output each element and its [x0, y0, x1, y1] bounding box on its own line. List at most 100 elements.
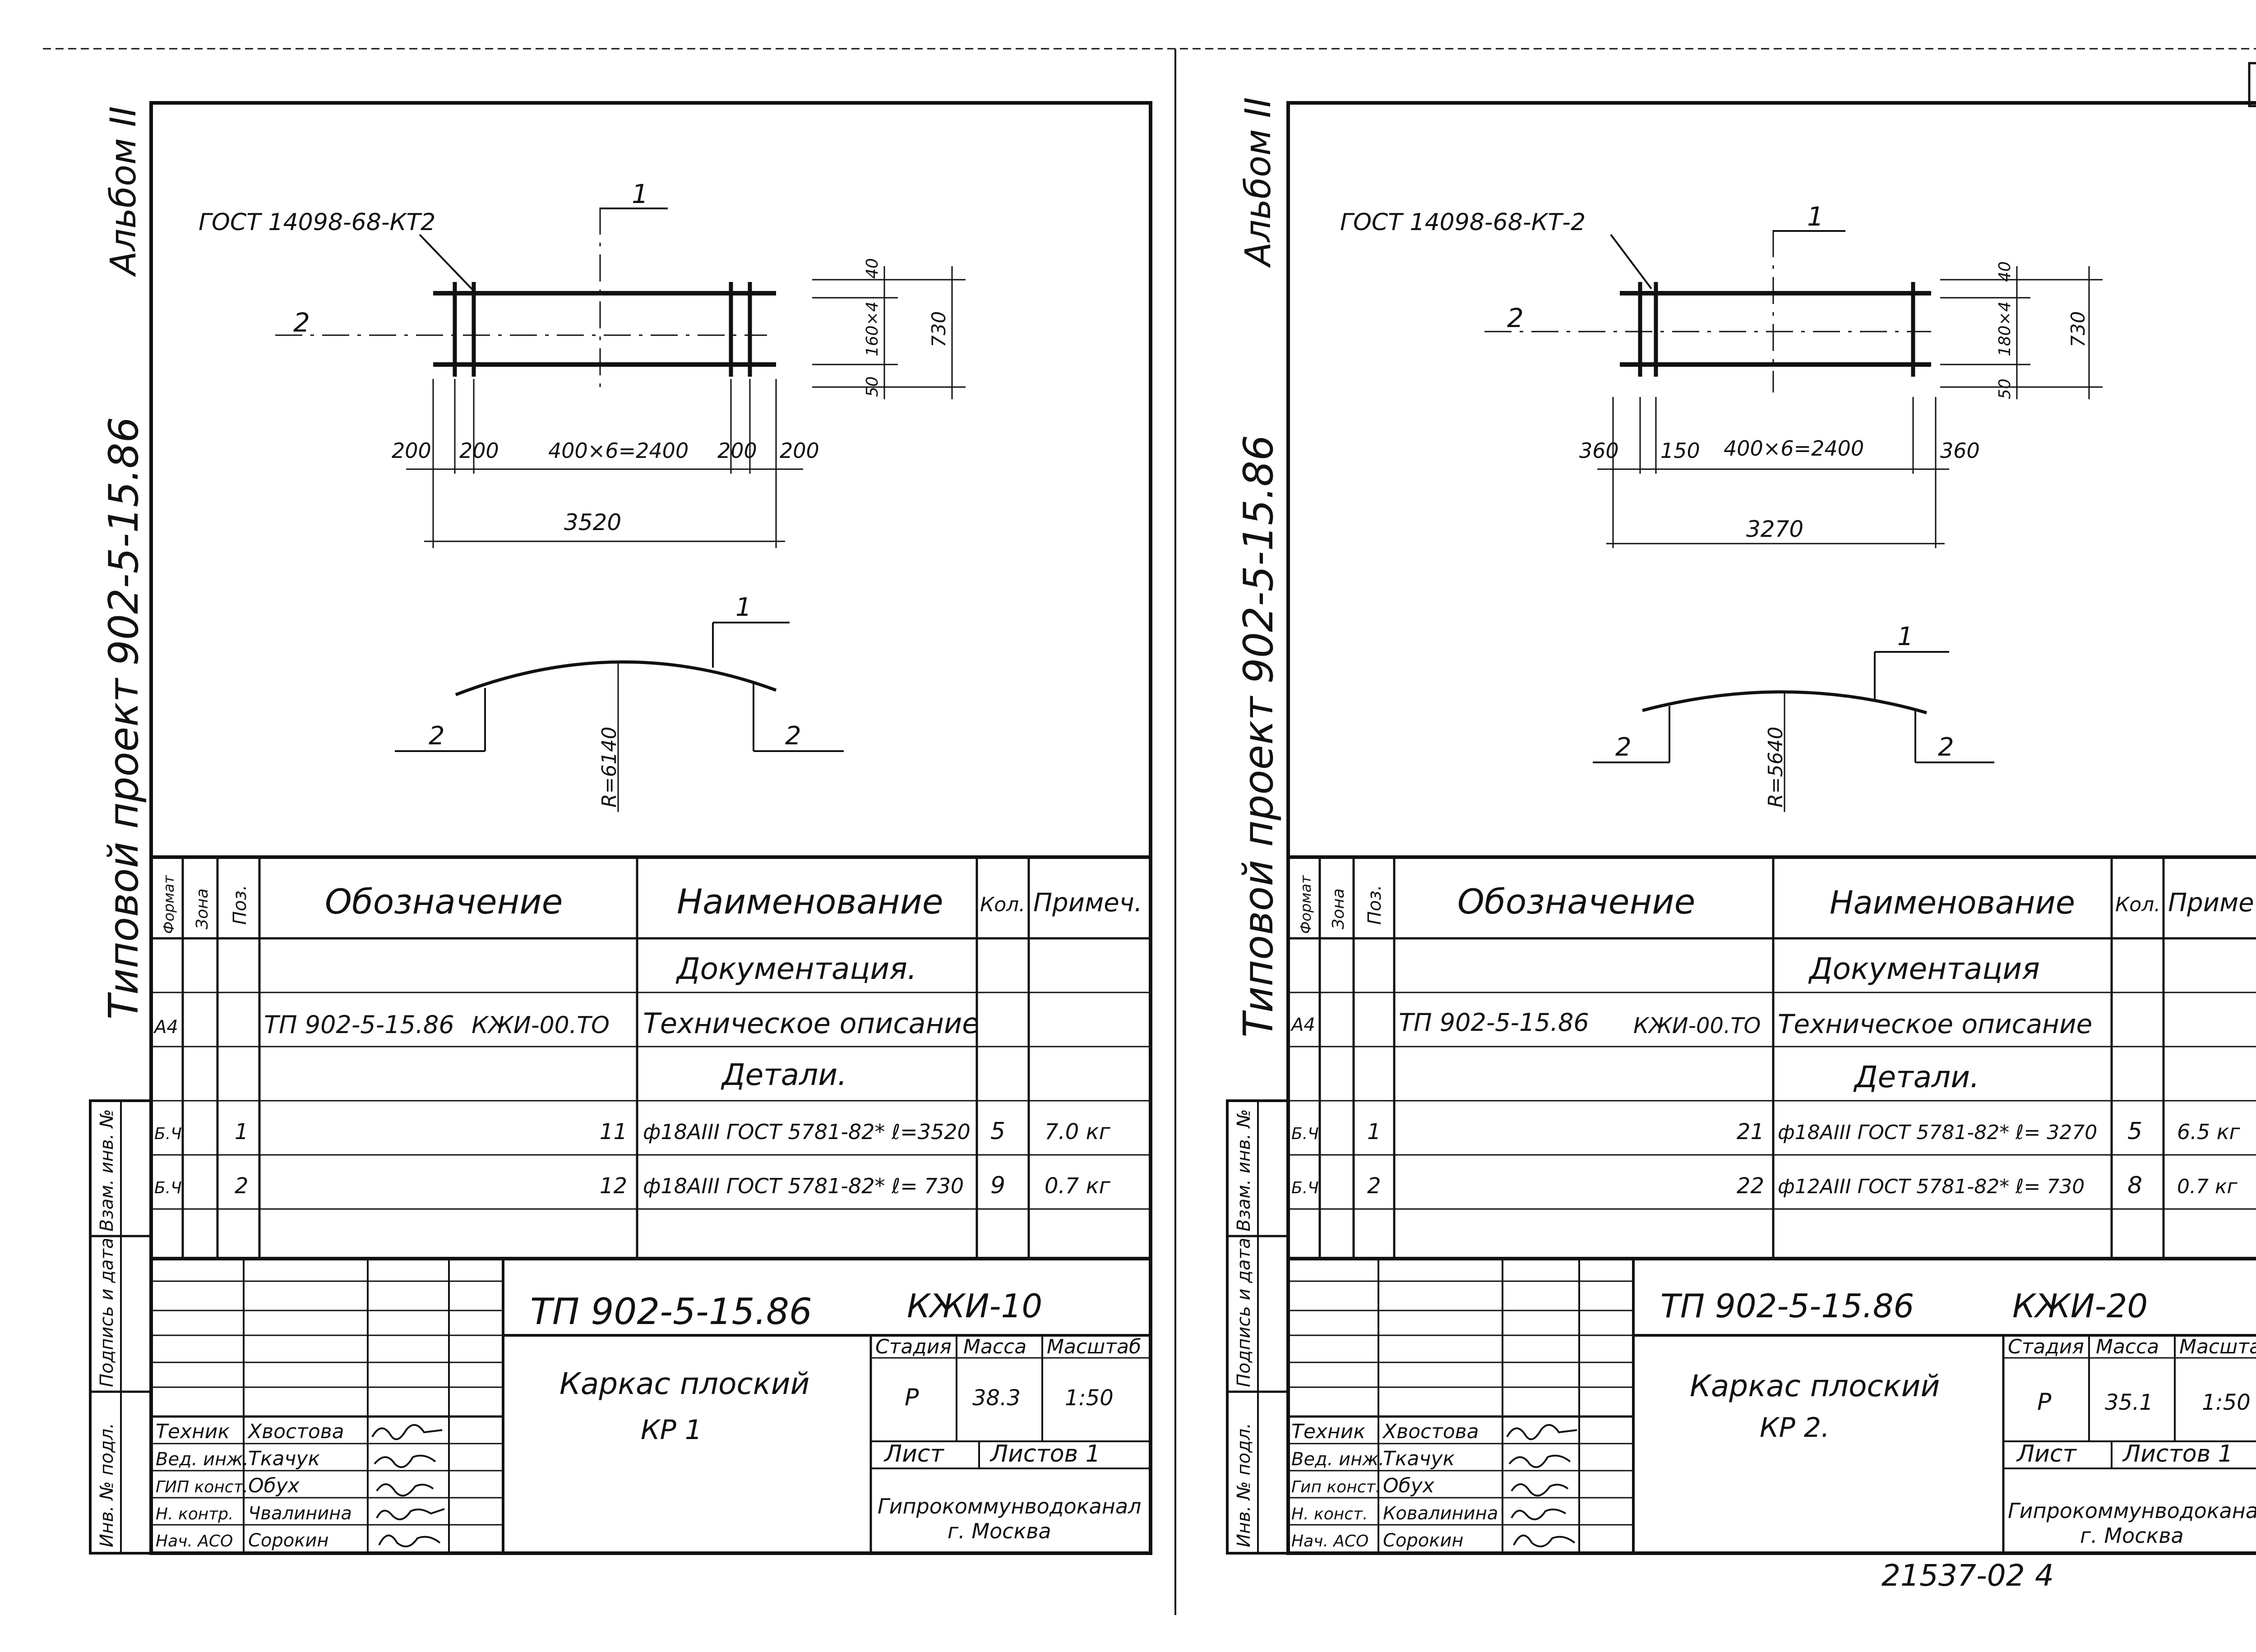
- arc-pos-1: 1: [1897, 622, 1914, 651]
- row1-pos: 1: [1367, 1119, 1381, 1144]
- title-line2: КР 1: [641, 1414, 702, 1446]
- frame-drawing: 2 1 ГОСТ 14098-68-КТ-2 360 150 400×6=240…: [1340, 201, 2103, 812]
- spec-table: Формат Зона Поз. Обозначение Наименовани…: [1288, 855, 2256, 1260]
- person-role-3: Гип конст.: [1291, 1478, 1381, 1496]
- gost-label: ГОСТ 14098-68-КТ-2: [1340, 209, 1586, 236]
- person-role-1: Техник: [1291, 1420, 1365, 1443]
- org-line2: г. Москва: [2080, 1523, 2184, 1548]
- header-qty: Кол.: [980, 893, 1025, 916]
- header-name: Наименование: [1830, 884, 2075, 921]
- dim-v-mid: 160×4: [863, 301, 882, 356]
- title-line2: КР 2.: [1760, 1412, 1830, 1444]
- row2-format: Б.Ч: [1291, 1179, 1319, 1197]
- person-name-5: Сорокин: [1383, 1530, 1464, 1551]
- person-role-1: Техник: [156, 1420, 230, 1443]
- person-name-1: Хвостова: [1382, 1420, 1479, 1443]
- arc-pos-2a: 2: [1615, 733, 1632, 762]
- doc-name: Техническое описание: [643, 1007, 979, 1040]
- frame-drawing: 2 1 ГОСТ 14098-68-КТ2 200 200 400×6=2400…: [199, 179, 966, 812]
- row1-format: Б.Ч: [1291, 1125, 1319, 1143]
- scale-label: Масштаб: [2179, 1335, 2256, 1358]
- row1-name: ф18АIII ГОСТ 5781-82* ℓ= 3270: [1778, 1121, 2097, 1144]
- mass-label: Масса: [2096, 1335, 2159, 1358]
- row1-qty: 5: [2127, 1118, 2142, 1145]
- row2-name: ф18АIII ГОСТ 5781-82* ℓ= 730: [643, 1174, 964, 1198]
- header-zone: Зона: [193, 888, 212, 929]
- sheet-label: Лист: [2016, 1440, 2077, 1467]
- dim-right: 200: [780, 438, 819, 463]
- doc-format: А4: [153, 1017, 178, 1038]
- sheet-left: Взам. инв. № Подпись и дата Инв. № подл.…: [89, 101, 1152, 1555]
- doc-code: КЖИ-00.ТО: [472, 1012, 610, 1039]
- arc-pos-2b: 2: [1938, 733, 1954, 762]
- title-block: ТП 902-5-15.86 КЖИ-20 Каркас плоский КР …: [1288, 1259, 2256, 1553]
- stamp-page: 4: [2035, 1558, 2054, 1593]
- header-name: Наименование: [677, 881, 943, 922]
- dim-v-top: 40: [1996, 261, 2014, 282]
- side-field-a: Взам. инв. №: [97, 1109, 117, 1232]
- section-docs: Документация: [1808, 951, 2040, 986]
- drawing-code: КЖИ-20: [2012, 1287, 2148, 1325]
- dim-total: 3270: [1746, 516, 1803, 542]
- person-name-3: Обух: [248, 1474, 300, 1497]
- title-line1: Каркас плоский: [559, 1366, 809, 1401]
- side-project: Типовой проект 902-5-15.86: [100, 417, 148, 1020]
- arc-pos-2b: 2: [785, 721, 801, 751]
- mass-value: 38.3: [972, 1385, 1021, 1411]
- header-pos: Поз.: [230, 885, 250, 925]
- scale-label: Масштаб: [1047, 1335, 1141, 1358]
- org-line1: Гипрокоммунводоканал: [878, 1494, 1141, 1518]
- dim-mid: 400×6=2400: [548, 438, 689, 463]
- doc-code: КЖИ-00.ТО: [1633, 1013, 1761, 1038]
- person-name-2: Ткачук: [1383, 1447, 1455, 1470]
- doc-format: А4: [1290, 1015, 1315, 1035]
- dim-v-top: 40: [863, 258, 882, 279]
- section-details: Детали.: [1853, 1060, 1979, 1094]
- stage-label: Стадия: [2008, 1335, 2084, 1358]
- person-name-1: Хвостова: [247, 1420, 344, 1443]
- title-block: ТП 902-5-15.86 КЖИ-10 Каркас плоский КР …: [151, 1259, 1151, 1553]
- row2-format: Б.Ч: [154, 1179, 182, 1197]
- row2-pos: 2: [1367, 1173, 1381, 1199]
- row2-qty: 8: [2127, 1172, 2142, 1199]
- dim-left2: 150: [1660, 438, 1700, 463]
- header-format: Формат: [1297, 875, 1314, 934]
- row1-designation: 11: [600, 1119, 627, 1144]
- stage-value: Р: [905, 1384, 919, 1411]
- side-field-b: Подпись и дата: [97, 1238, 117, 1387]
- side-field-c: Инв. № подл.: [1234, 1423, 1254, 1547]
- row2-name: ф12АIII ГОСТ 5781-82* ℓ= 730: [1778, 1175, 2085, 1198]
- scale-value: 1:50: [2202, 1390, 2251, 1415]
- person-role-4: Н. контр.: [156, 1505, 234, 1523]
- spec-table: Формат Зона Поз. Обозначение Наименовани…: [151, 855, 1151, 1260]
- pos-label-1: 1: [1807, 201, 1824, 232]
- person-name-4: Ковалинина: [1383, 1503, 1498, 1524]
- person-name-2: Ткачук: [248, 1447, 320, 1470]
- drawing-code: КЖИ-10: [907, 1287, 1042, 1325]
- pos-label-2: 2: [1507, 303, 1524, 333]
- dim-total: 3520: [564, 509, 621, 535]
- dim-left2: 200: [459, 438, 499, 463]
- person-role-4: Н. конст.: [1291, 1505, 1368, 1523]
- sheets-label: Листов 1: [2122, 1440, 2233, 1467]
- side-album: Альбом II: [1238, 97, 1279, 268]
- mass-label: Масса: [963, 1335, 1026, 1358]
- side-album: Альбом II: [103, 106, 144, 277]
- header-designation: Обозначение: [325, 881, 563, 922]
- org-line2: г. Москва: [948, 1519, 1051, 1543]
- header-note: Примеч.: [2168, 888, 2256, 918]
- row2-note: 0.7 кг: [2177, 1175, 2238, 1198]
- sheet-right: Взам. инв. № Подпись и дата Инв. № подл.…: [1226, 97, 2256, 1593]
- row1-note: 6.5 кг: [2177, 1120, 2241, 1144]
- header-pos: Поз.: [1364, 885, 1385, 925]
- person-name-4: Чвалинина: [248, 1503, 352, 1524]
- signature: [371, 1424, 445, 1547]
- row1-designation: 21: [1737, 1119, 1764, 1144]
- dim-v-total: 730: [928, 311, 950, 347]
- person-name-5: Сорокин: [248, 1530, 329, 1551]
- doc-designation: ТП 902-5-15.86: [1399, 1008, 1589, 1037]
- stage-label: Стадия: [875, 1335, 952, 1358]
- sheets-label: Листов 1: [989, 1440, 1100, 1467]
- arc-pos-2a: 2: [429, 721, 445, 751]
